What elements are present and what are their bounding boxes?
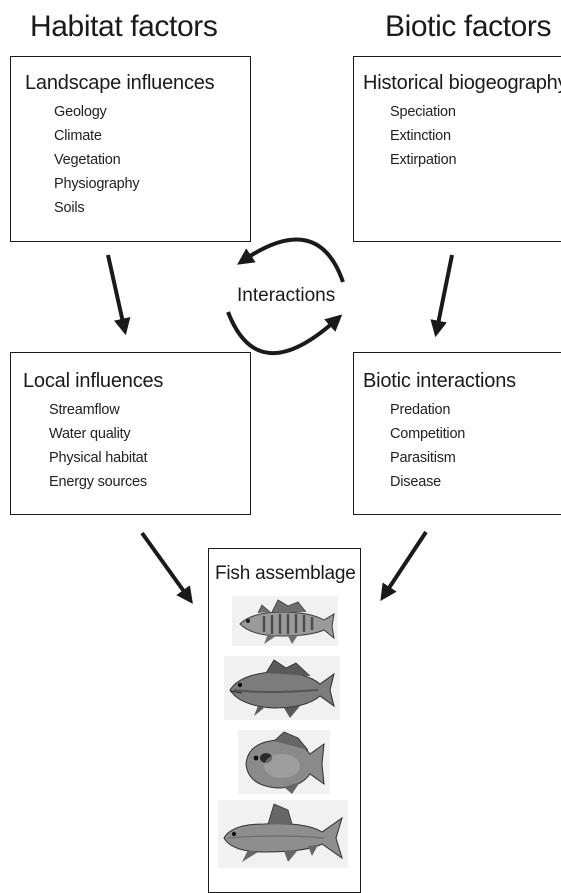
historical-to-biotic-arrow <box>430 254 454 338</box>
darter-fish-icon <box>232 596 338 646</box>
list-item: Physical habitat <box>49 450 148 466</box>
interaction-arrow-top <box>237 237 345 283</box>
biotic-to-fish-arrow <box>380 530 428 602</box>
habitat-factors-heading: Habitat factors <box>30 10 218 43</box>
list-item: Climate <box>54 128 102 144</box>
local-influences-title: Local influences <box>23 370 164 392</box>
list-item: Vegetation <box>54 152 121 168</box>
historical-biogeography-title: Historical biogeography <box>363 72 561 94</box>
biotic-interactions-box: Biotic interactions Predation Competitio… <box>353 352 561 515</box>
list-item: Speciation <box>390 104 456 120</box>
sucker-fish-icon <box>218 800 348 868</box>
bass-fish-icon <box>224 656 340 720</box>
list-item: Predation <box>390 402 451 418</box>
list-item: Competition <box>390 426 466 442</box>
list-item: Water quality <box>49 426 131 442</box>
list-item: Physiography <box>54 176 140 192</box>
biotic-interactions-list: Predation Competition Parasitism Disease <box>390 398 561 494</box>
interactions-label: Interactions <box>237 285 336 306</box>
local-to-fish-arrow <box>140 531 193 604</box>
list-item: Streamflow <box>49 402 120 418</box>
historical-biogeography-list: Speciation Extinction Extirpation <box>390 100 561 172</box>
sunfish-icon <box>238 730 330 794</box>
list-item: Parasitism <box>390 450 456 466</box>
list-item: Extinction <box>390 128 451 144</box>
fish-assemblage-title: Fish assemblage <box>215 563 356 584</box>
interaction-arrow-bottom <box>226 311 343 356</box>
local-influences-box: Local influences Streamflow Water qualit… <box>10 352 251 515</box>
landscape-influences-list: Geology Climate Vegetation Physiography … <box>54 100 250 220</box>
local-influences-list: Streamflow Water quality Physical habita… <box>49 398 250 494</box>
list-item: Geology <box>54 104 107 120</box>
biotic-interactions-title: Biotic interactions <box>363 370 516 392</box>
landscape-influences-box: Landscape influences Geology Climate Veg… <box>10 56 251 242</box>
list-item: Disease <box>390 474 441 490</box>
biotic-factors-heading: Biotic factors <box>385 10 552 43</box>
list-item: Extirpation <box>390 152 457 168</box>
list-item: Soils <box>54 200 85 216</box>
landscape-influences-title: Landscape influences <box>25 72 215 94</box>
landscape-to-local-arrow <box>106 254 131 336</box>
historical-biogeography-box: Historical biogeography Speciation Extin… <box>353 56 561 242</box>
list-item: Energy sources <box>49 474 147 490</box>
